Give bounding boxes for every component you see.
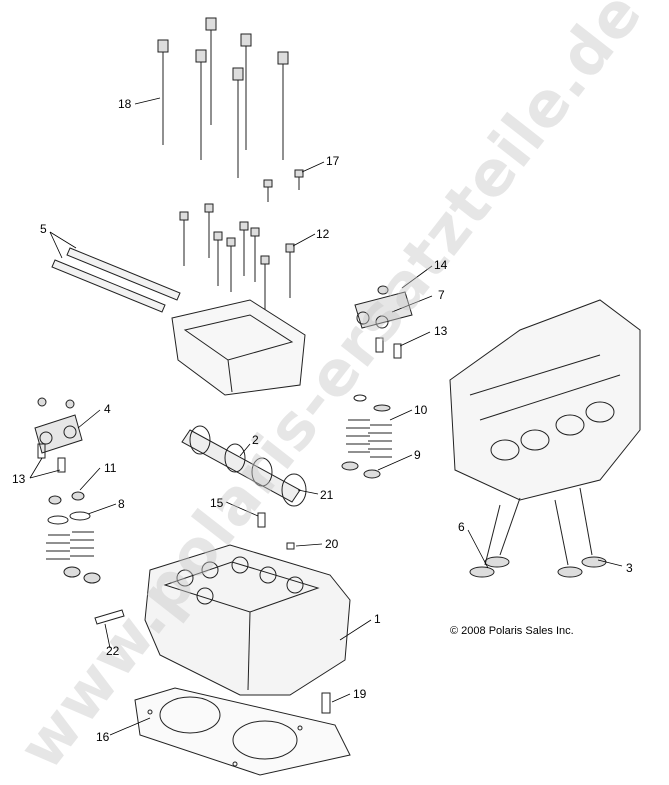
callout-9: 9: [414, 448, 421, 462]
camshaft: [181, 425, 307, 507]
callout-16: 16: [96, 730, 110, 744]
rocker-shafts: [51, 247, 181, 313]
rocker-arm-left: [34, 397, 83, 473]
valve-springs-left: [46, 491, 101, 584]
callout-11: 11: [104, 461, 117, 475]
callout-18: 18: [118, 97, 132, 111]
cylinder-head: [144, 544, 351, 696]
callout-14: 14: [434, 258, 448, 272]
callout-8: 8: [118, 497, 125, 511]
callout-21: 21: [320, 488, 334, 502]
callout-4: 4: [104, 402, 111, 416]
callout-6: 6: [458, 520, 465, 534]
leader-lines: [29, 97, 623, 736]
valves: [469, 487, 607, 578]
callout-12: 12: [316, 227, 330, 241]
callout-1: 1: [374, 612, 381, 626]
dowel-pins: [94, 512, 331, 714]
rocker-arm-right: [354, 285, 413, 359]
callout-17: 17: [326, 154, 340, 168]
callout-3: 3: [626, 561, 633, 575]
copyright-notice: © 2008 Polaris Sales Inc.: [450, 625, 574, 637]
callout-19: 19: [353, 687, 367, 701]
cylinder-head-underside: [449, 299, 641, 501]
callout-22: 22: [106, 644, 120, 658]
callout-13-left: 13: [12, 472, 26, 486]
head-bolts-long: [157, 17, 289, 178]
callout-10: 10: [414, 403, 428, 417]
bolts-short: [263, 169, 304, 202]
head-gasket: [134, 687, 351, 776]
valve-springs-right: [341, 394, 392, 479]
callout-15: 15: [210, 496, 224, 510]
callout-2: 2: [252, 433, 259, 447]
camshaft-carrier: [171, 299, 306, 396]
callout-20: 20: [325, 537, 339, 551]
bolts-medium: [179, 203, 295, 310]
callout-5: 5: [40, 222, 47, 236]
callout-13-right: 13: [434, 324, 448, 338]
callout-7: 7: [438, 288, 445, 302]
